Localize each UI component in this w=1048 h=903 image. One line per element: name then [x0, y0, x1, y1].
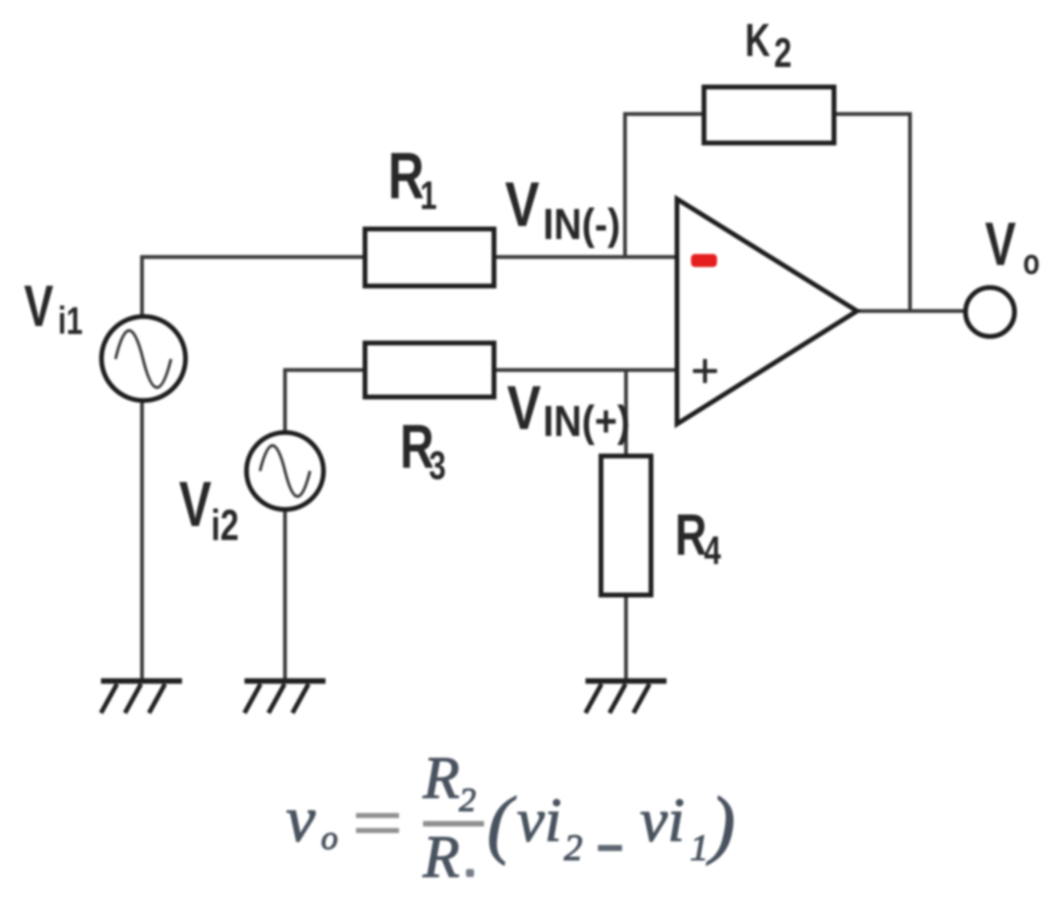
svg-text:i1: i1: [58, 300, 83, 343]
svg-text:R: R: [400, 412, 434, 482]
svg-text:2: 2: [459, 782, 476, 819]
svg-text:2: 2: [564, 828, 583, 869]
svg-text:V: V: [505, 170, 540, 240]
svg-text:1: 1: [420, 173, 437, 218]
svg-text:K: K: [745, 14, 771, 66]
svg-text:V: V: [179, 470, 212, 541]
svg-text:2: 2: [774, 29, 792, 76]
svg-text:4: 4: [704, 528, 721, 573]
svg-text:V: V: [507, 374, 541, 443]
svg-text:R: R: [388, 139, 424, 212]
svg-text:1: 1: [690, 828, 709, 869]
svg-text:V: V: [24, 273, 53, 338]
svg-text:o: o: [1023, 241, 1040, 282]
svg-text:R: R: [422, 824, 460, 890]
svg-text:): ): [706, 782, 735, 866]
svg-text:i2: i2: [211, 502, 239, 550]
svg-text:V: V: [985, 211, 1016, 279]
svg-text:vi: vi: [517, 787, 562, 855]
svg-text:o: o: [321, 820, 338, 857]
svg-text:3: 3: [429, 443, 446, 488]
svg-text:vi: vi: [640, 787, 685, 855]
svg-text:R: R: [422, 745, 460, 811]
svg-text:R: R: [675, 502, 707, 567]
svg-text:IN(+): IN(+): [543, 396, 630, 446]
svg-text:IN(-): IN(-): [543, 199, 620, 249]
svg-text:v: v: [286, 783, 316, 856]
